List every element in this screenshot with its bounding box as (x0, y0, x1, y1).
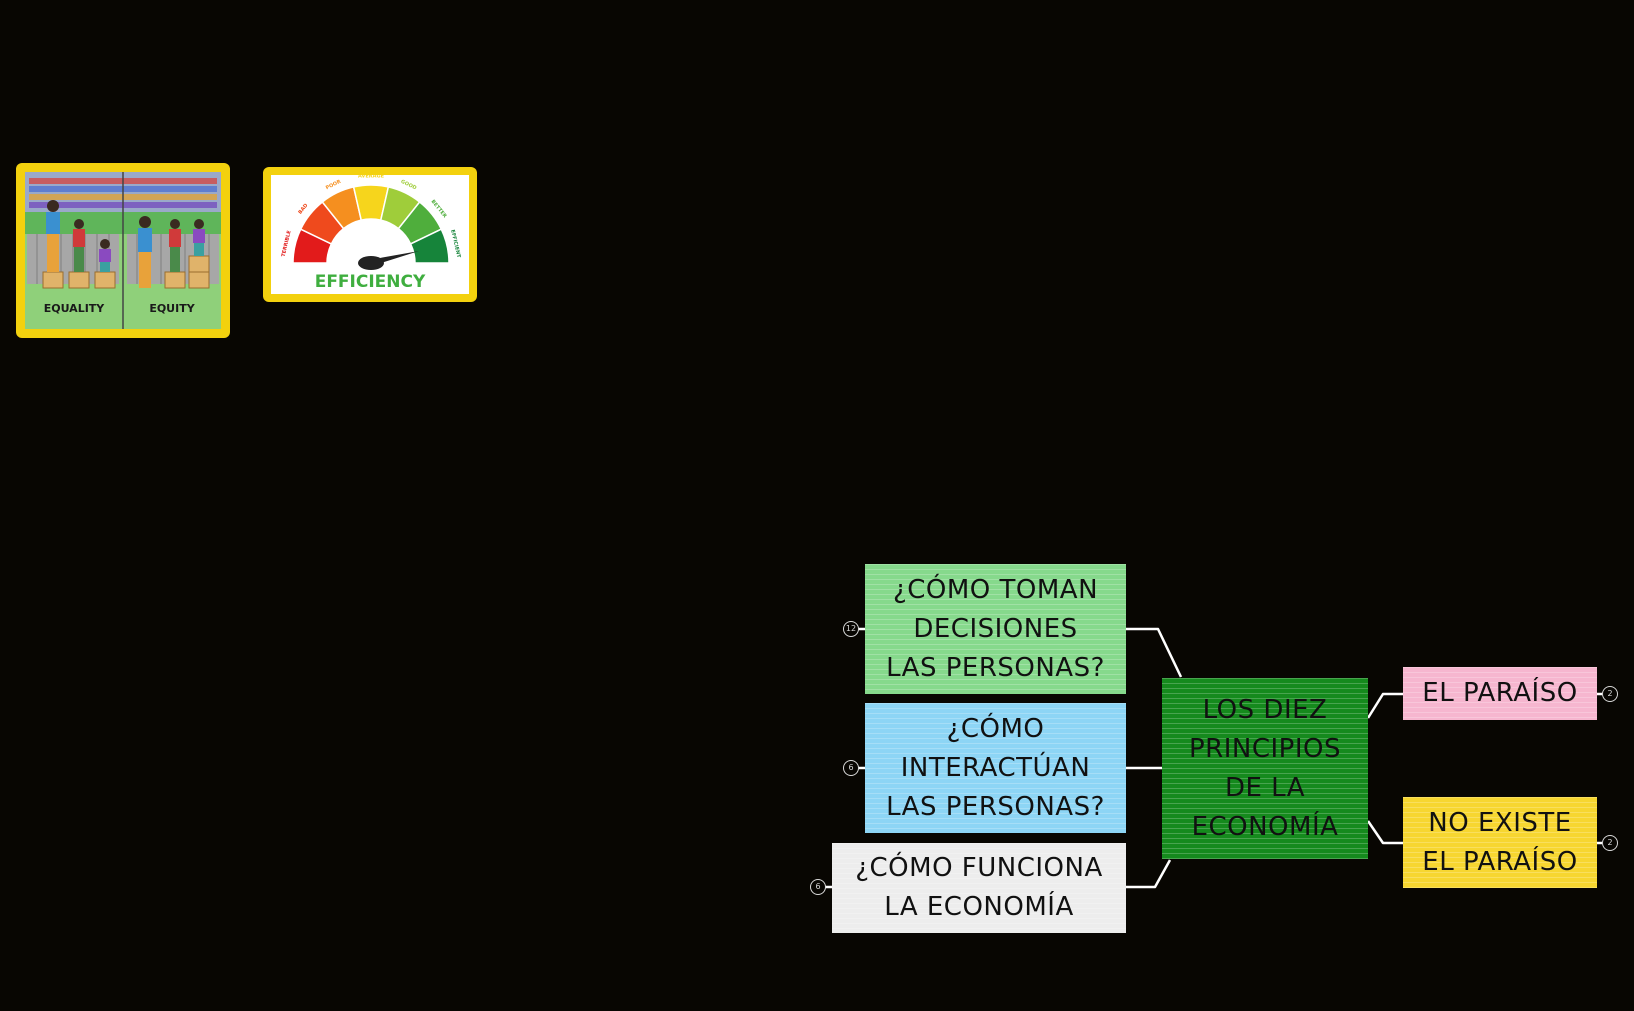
efficiency-gauge-illustration: TERRIBLEBADPOORAVERAGEGOODBETTEREFFICIEN… (271, 175, 469, 294)
topic-label: NO EXISTE EL PARAÍSO (1422, 807, 1578, 877)
central-topic-label: LOS DIEZ PRINCIPIOS DE LA ECONOMÍA (1189, 694, 1341, 842)
gauge-segments (292, 184, 450, 264)
connector-no-existe (1366, 820, 1403, 845)
efficiency-title: EFFICIENCY (315, 272, 426, 292)
connector-decisiones (1126, 627, 1183, 678)
topic-label: ¿CÓMO INTERACTÚAN LAS PERSONAS? (886, 713, 1105, 822)
collapsed-count-badge[interactable]: 6 (843, 760, 859, 776)
connector-paraiso (1366, 692, 1403, 719)
topic-como-toman-decisiones[interactable]: ¿CÓMO TOMAN DECISIONES LAS PERSONAS? (865, 564, 1126, 694)
collapsed-count-badge[interactable]: 2 (1602, 835, 1618, 851)
collapsed-count-badge[interactable]: 2 (1602, 686, 1618, 702)
topic-label: ¿CÓMO TOMAN DECISIONES LAS PERSONAS? (886, 574, 1105, 683)
gauge-label: AVERAGE (358, 175, 385, 180)
topic-como-funciona-economia[interactable]: ¿CÓMO FUNCIONA LA ECONOMÍA (832, 843, 1126, 933)
collapsed-count-badge[interactable]: 6 (810, 879, 826, 895)
gauge-label: TERRIBLE (281, 229, 293, 257)
connector-funciona (1126, 859, 1172, 889)
topic-no-existe-el-paraiso[interactable]: NO EXISTE EL PARAÍSO (1403, 797, 1597, 888)
equity-label: EQUITY (149, 302, 195, 315)
equality-label: EQUALITY (44, 302, 106, 315)
gauge-segment (409, 228, 450, 264)
topic-como-interactuan[interactable]: ¿CÓMO INTERACTÚAN LAS PERSONAS? (865, 703, 1126, 833)
topic-el-paraiso[interactable]: EL PARAÍSO (1403, 667, 1597, 720)
topic-label: ¿CÓMO FUNCIONA LA ECONOMÍA (855, 853, 1103, 922)
equality-equity-illustration: EQUALITY EQUITY (25, 172, 221, 329)
central-topic[interactable]: LOS DIEZ PRINCIPIOS DE LA ECONOMÍA (1162, 678, 1368, 859)
gauge-needle-hub (358, 256, 384, 270)
collapsed-count-badge[interactable]: 12 (843, 621, 859, 637)
topic-label: EL PARAÍSO (1422, 678, 1578, 708)
equality-equity-image[interactable]: EQUALITY EQUITY (16, 163, 230, 338)
